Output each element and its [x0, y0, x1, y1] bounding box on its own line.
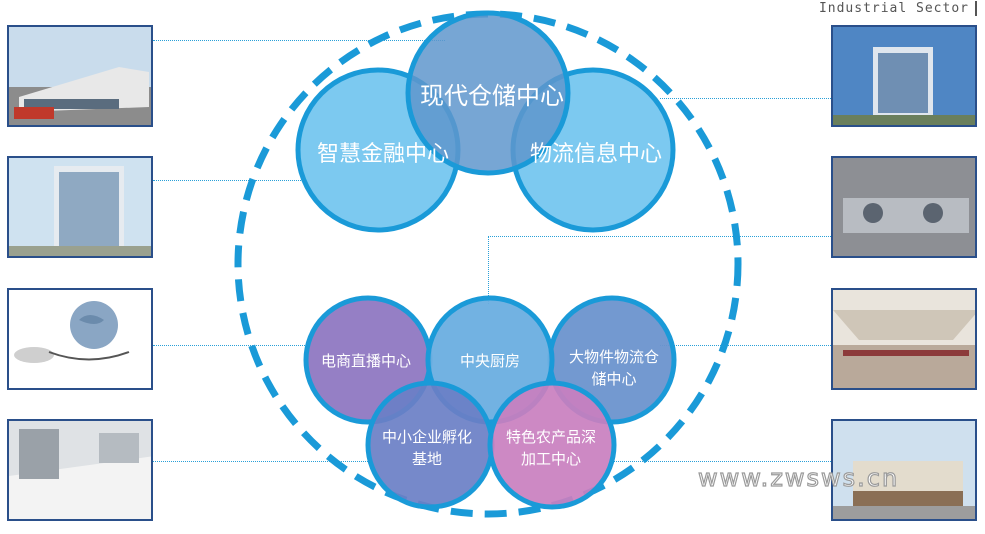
- label-warehouse: 现代仓储中心: [420, 82, 564, 110]
- label-central-kitchen: 中央厨房: [460, 352, 520, 370]
- label-logistics-info: 物流信息中心: [530, 142, 662, 167]
- label-ecommerce-live: 电商直播中心: [321, 352, 411, 370]
- watermark: www.zwsws.cn: [698, 464, 899, 492]
- label-agri-processing-line2: 加工中心: [521, 450, 581, 468]
- label-sme-incubator-line1: 中小企业孵化: [382, 428, 472, 446]
- label-large-goods-line1: 大物件物流仓: [569, 348, 659, 366]
- label-large-goods-line2: 储中心: [591, 370, 636, 388]
- label-sme-incubator-line2: 基地: [412, 450, 442, 468]
- label-agri-processing-line1: 特色农产品深: [506, 428, 596, 446]
- label-finance: 智慧金融中心: [317, 142, 449, 167]
